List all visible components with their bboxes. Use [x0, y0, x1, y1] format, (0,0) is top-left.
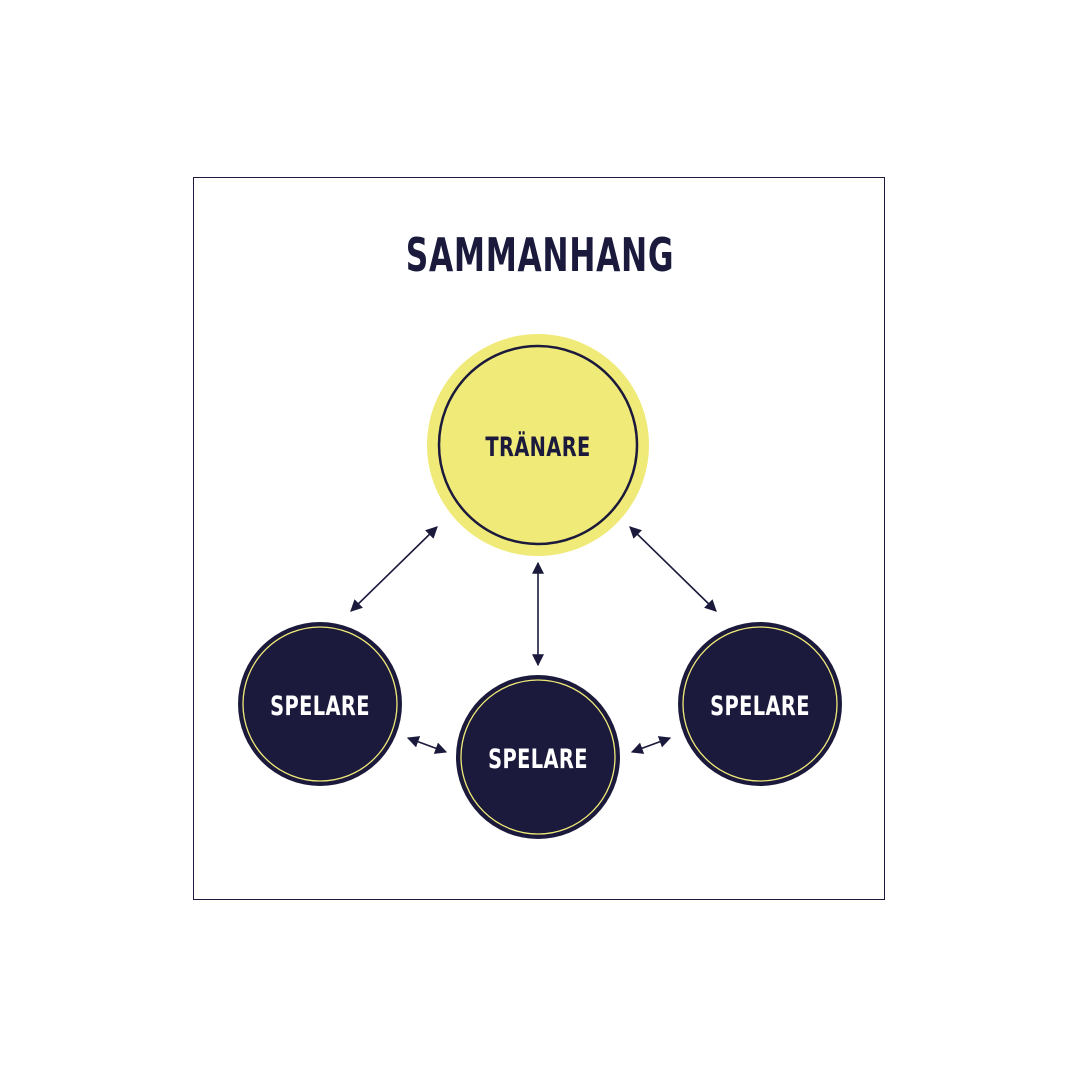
player-center-node: SPELARE — [456, 675, 620, 839]
diagram-title: SAMMANHANG — [405, 228, 675, 282]
player-left-node-ring — [242, 626, 398, 782]
arrow-coach-player-right — [629, 526, 717, 612]
arrow-player-left-player-center — [406, 736, 448, 754]
arrow-player-center-player-right — [630, 736, 672, 754]
player-left-node: SPELARE — [238, 622, 402, 786]
coach-node: TRÄNARE — [427, 334, 649, 556]
coach-node-circle — [437, 344, 639, 546]
arrow-coach-player-left — [350, 526, 438, 612]
player-center-node-label: SPELARE — [488, 743, 588, 775]
player-right-node: SPELARE — [678, 622, 842, 786]
player-center-node-circle — [456, 675, 620, 839]
player-left-node-circle — [238, 622, 402, 786]
player-right-node-ring — [682, 626, 838, 782]
player-right-node-label: SPELARE — [710, 690, 810, 722]
player-left-node-label: SPELARE — [270, 690, 370, 722]
diagram-frame — [193, 177, 885, 900]
player-right-node-circle — [678, 622, 842, 786]
coach-node-label: TRÄNARE — [485, 431, 590, 463]
player-center-node-ring — [460, 679, 616, 835]
